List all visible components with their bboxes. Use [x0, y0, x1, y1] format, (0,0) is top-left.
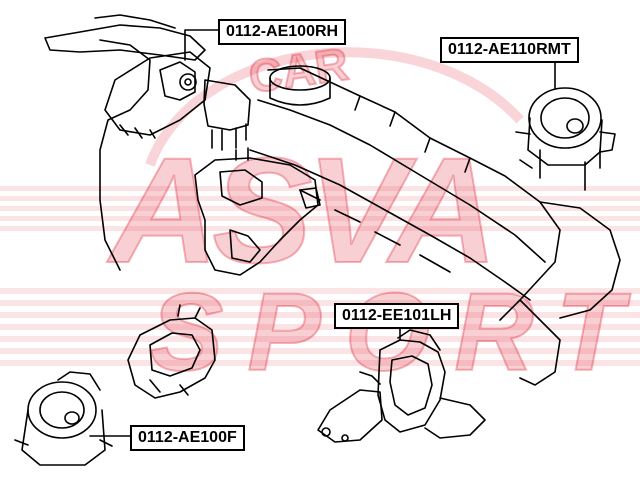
mount-center-bracket	[194, 147, 321, 276]
part-label-ae110rmt: 0112-AE110RMT	[440, 37, 579, 63]
leader-lines	[89, 29, 556, 437]
part-label-ae100rh: 0112-AE100RH	[218, 19, 347, 45]
mount-ee101lh	[317, 329, 486, 443]
watermark-word-bottom: SPORT	[150, 271, 640, 394]
mount-left-bracket	[127, 304, 216, 399]
part-label-ae100f: 0112-AE100F	[130, 425, 245, 451]
part-label-ee101lh: 0112-EE101LH	[334, 303, 460, 329]
mount-ae100rh	[44, 14, 251, 151]
engine-outline	[99, 39, 621, 386]
watermark-word-top: ASVA	[106, 126, 492, 294]
mount-ae110rmt	[515, 87, 616, 191]
leader-rh	[184, 29, 219, 61]
mount-ae100f	[14, 371, 113, 466]
